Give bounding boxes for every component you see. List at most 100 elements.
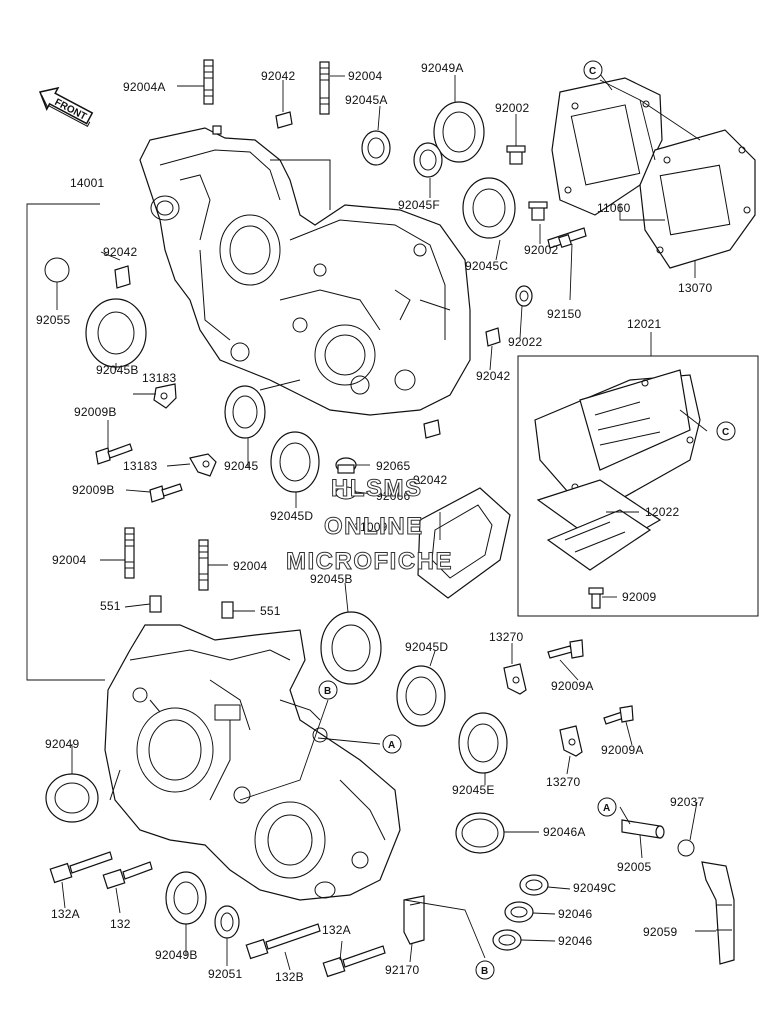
label-92005: 92005 (617, 860, 651, 874)
label-92004-mid: 92004 (233, 559, 267, 573)
label-92037: 92037 (670, 795, 704, 809)
bearing-92045a (361, 130, 391, 166)
bracket-13270-b (559, 725, 583, 757)
label-13070: 13070 (678, 281, 712, 295)
label-92042-left: 92042 (103, 245, 137, 259)
plug-92065 (335, 457, 357, 474)
label-92009b-a: 92009B (74, 405, 117, 419)
svg-text:C: C (589, 66, 596, 77)
label-92009: 92009 (622, 590, 656, 604)
ref-marker-a-mid: A (382, 734, 402, 754)
label-92049b: 92049B (155, 948, 198, 962)
screw-92009b-a (95, 443, 133, 465)
label-92045b-top: 92045B (96, 363, 139, 377)
watermark: HLSMS ONLINE MICROFICHE (286, 475, 453, 576)
stud-92004-left (124, 527, 135, 579)
seal-92049b (165, 871, 207, 925)
bearing-92045e (458, 712, 508, 774)
label-551-left: 551 (100, 599, 121, 613)
label-92022: 92022 (508, 335, 542, 349)
ref-marker-c-top: C (583, 60, 603, 80)
label-92045c: 92045C (465, 259, 508, 273)
dowel-92042-left (114, 265, 131, 289)
nipple-92005 (621, 819, 665, 839)
ref-marker-b-bottom: B (475, 960, 495, 980)
oring-92066 (335, 486, 357, 500)
screw-92009a-a (547, 639, 584, 659)
seal-92049 (45, 773, 99, 823)
label-92045: 92045 (224, 459, 258, 473)
bearing-92045f (413, 142, 443, 178)
front-arrow-icon: FRONT (38, 86, 94, 127)
label-92046-b: 92046 (558, 934, 592, 948)
label-92045b-mid: 92045B (310, 572, 353, 586)
label-11060: 11060 (597, 201, 631, 215)
label-92042-top: 92042 (261, 69, 295, 83)
watermark-line-1: HLSMS (331, 475, 423, 502)
label-92002-mid: 92002 (524, 243, 558, 257)
cover-13070 (639, 129, 756, 269)
label-92002-top: 92002 (495, 101, 529, 115)
label-12021: 12021 (627, 317, 661, 331)
label-92045d-top: 92045D (270, 509, 313, 523)
label-92065: 92065 (376, 459, 410, 473)
svg-text:B: B (324, 686, 331, 697)
label-92045a: 92045A (345, 93, 388, 107)
dowel-551-left (149, 595, 162, 613)
dowel-92042-right (485, 327, 501, 347)
label-92055: 92055 (36, 313, 70, 327)
clip-92037 (677, 839, 695, 857)
stud-92004a (203, 59, 214, 105)
seal-92046a (455, 812, 505, 854)
collar-92046-a (504, 901, 534, 923)
bearing-92045d-top (270, 431, 320, 493)
svg-text:B: B (481, 966, 488, 977)
reed-valve-12021 (534, 369, 701, 506)
bolt-132 (102, 861, 153, 890)
svg-text:A: A (388, 740, 395, 751)
label-92170: 92170 (385, 963, 419, 977)
bearing-92045b-top (85, 298, 147, 368)
bolt-132a-right (322, 945, 386, 978)
label-13270-b: 13270 (546, 775, 580, 789)
label-92045e: 92045E (452, 783, 495, 797)
bracket-13270-a (503, 663, 527, 695)
screw-92009b-b (149, 483, 183, 503)
label-92066: 92066 (376, 489, 410, 503)
svg-text:A: A (603, 803, 610, 814)
gasket-12022 (536, 479, 662, 571)
label-92004a: 92004A (123, 80, 166, 94)
label-92049a: 92049A (421, 61, 464, 75)
dowel-92042-mid (423, 419, 441, 439)
label-92051: 92051 (208, 967, 242, 981)
clamp-92170 (403, 895, 425, 945)
stud-92004-top (319, 61, 330, 115)
label-92150: 92150 (547, 307, 581, 321)
label-92009a-b: 92009A (601, 743, 644, 757)
screw-92002-mid (528, 201, 548, 221)
bearing-92049a (433, 101, 485, 163)
upper-crankcase-half (139, 125, 471, 416)
screw-92009 (588, 587, 604, 609)
label-92049: 92049 (45, 737, 79, 751)
label-92045d-bot: 92045D (405, 640, 448, 654)
label-92042-right: 92042 (476, 369, 510, 383)
washer-92022 (515, 285, 533, 307)
svg-text:C: C (722, 427, 729, 438)
bearing-92045b-mid (320, 611, 382, 685)
label-13183-a: 13183 (142, 371, 176, 385)
label-12022: 12022 (645, 505, 679, 519)
label-14001: 14001 (70, 176, 104, 190)
label-92042-mid: 92042 (413, 473, 447, 487)
watermark-line-3: MICROFICHE (286, 548, 453, 575)
dowel-92042-top (275, 111, 293, 129)
label-92049c: 92049C (573, 881, 616, 895)
ref-marker-a-right: A (597, 797, 617, 817)
leader-lines (56, 69, 716, 971)
label-92004-top: 92004 (348, 69, 382, 83)
watermark-line-2: ONLINE (324, 513, 424, 540)
collar-92049c (519, 874, 549, 896)
screw-92002-top (506, 145, 526, 165)
label-92045f: 92045F (398, 198, 440, 212)
